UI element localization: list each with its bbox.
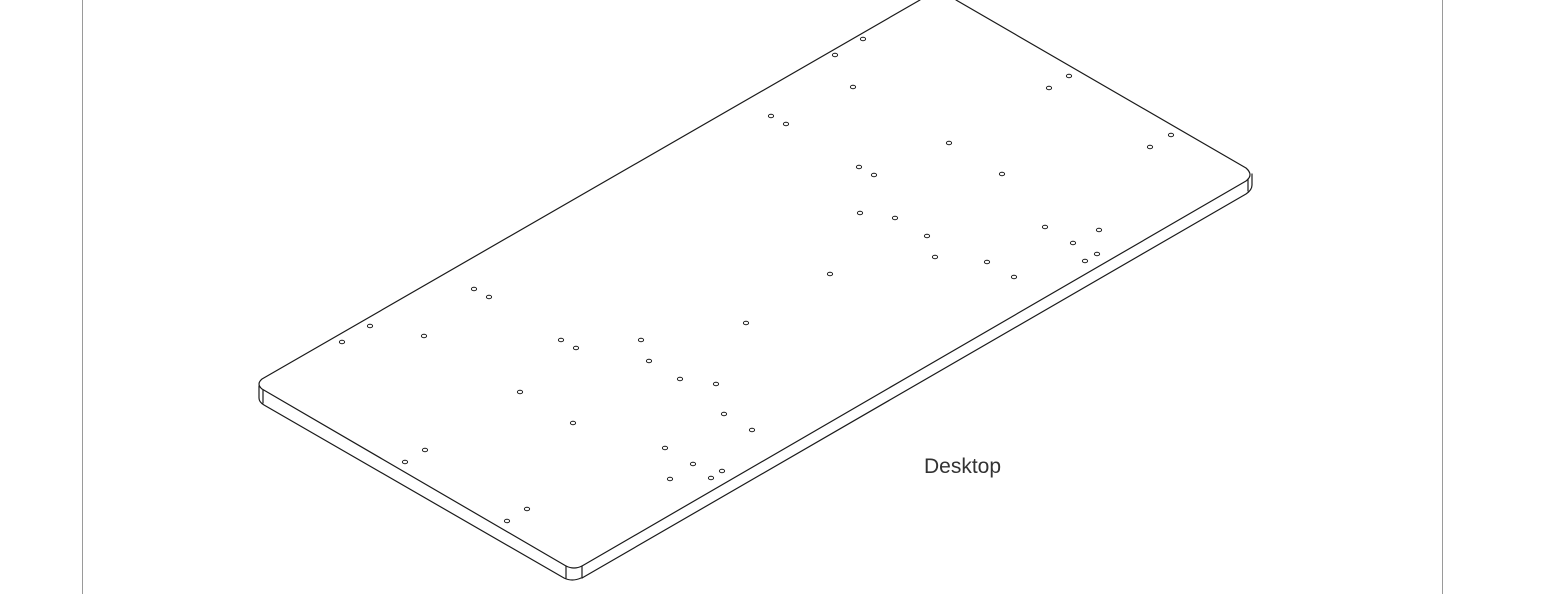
mounting-hole [1010,274,1018,280]
desktop-left-edge [258,385,582,581]
mounting-hole [1093,251,1101,257]
desktop-front-corner [565,565,583,579]
mounting-hole [707,475,715,481]
mounting-hole [998,171,1006,177]
frame-border-left [82,0,83,594]
mounting-hole [931,254,939,260]
mounting-hole [1065,73,1073,79]
mounting-hole [1069,240,1077,246]
mounting-hole [1146,144,1154,150]
mounting-hole [1095,227,1103,233]
mounting-hole [720,411,728,417]
mounting-hole [485,294,493,300]
mounting-hole [782,121,790,127]
mounting-hole [891,215,899,221]
mounting-hole [856,210,864,216]
mounting-hole [1167,132,1175,138]
mounting-hole [503,518,511,524]
mounting-hole [401,459,409,465]
mounting-hole [767,113,775,119]
mounting-hole [923,233,931,239]
mounting-hole [1041,224,1049,230]
mounting-hole [983,259,991,265]
mounting-hole [718,468,726,474]
mounting-hole [666,476,674,482]
frame-border-right [1442,0,1443,594]
mounting-hole [1045,85,1053,91]
mounting-hole [676,376,684,382]
mounting-hole [421,447,429,453]
mounting-hole [557,337,565,343]
mounting-hole [855,164,863,170]
mounting-hole [826,271,834,277]
mounting-hole [859,36,867,42]
mounting-hole [516,389,524,395]
mounting-hole [742,320,750,326]
mounting-hole [945,140,953,146]
mounting-hole [712,381,720,387]
mounting-hole [748,427,756,433]
mounting-hole [420,333,428,339]
mounting-hole [523,506,531,512]
mounting-hole [569,420,577,426]
part-label: Desktop [924,455,1002,478]
mounting-hole [689,461,697,467]
mounting-hole [645,358,653,364]
mounting-hole [470,286,478,292]
mounting-hole [366,323,374,329]
mounting-hole [338,339,346,345]
mounting-hole [572,345,580,351]
mounting-hole [831,52,839,58]
desktop-top-face [258,0,1251,569]
mounting-hole [661,445,669,451]
mounting-hole [1081,258,1089,264]
mounting-hole [870,172,878,178]
mounting-hole [849,84,857,90]
desktop-right-edge [581,173,1253,579]
mounting-hole [637,337,645,343]
